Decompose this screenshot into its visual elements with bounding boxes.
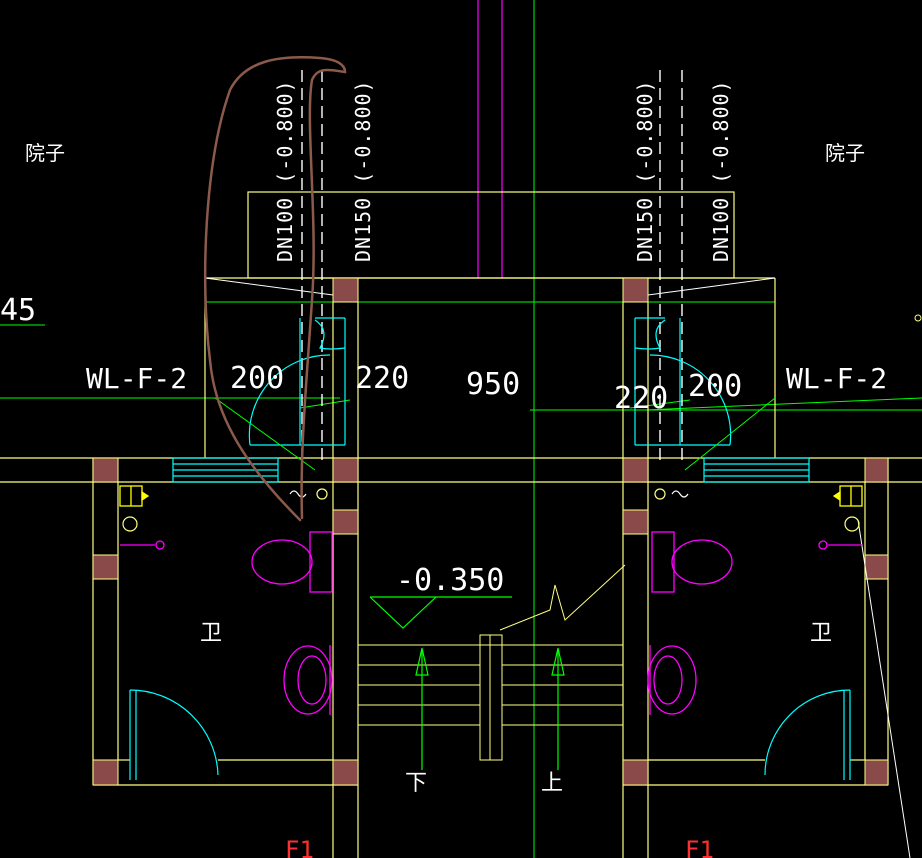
meter-symbols [119, 485, 863, 507]
columns [92, 277, 889, 786]
pipe-label-dn100-left: DN100 (-0.800) [273, 79, 297, 262]
elevation-marker [369, 596, 512, 629]
edge-marker [914, 314, 922, 322]
pipe-label-dn150-right: DN150 (-0.800) [633, 79, 657, 262]
dimension-200-right: 200 [688, 369, 742, 404]
text-layer: 院子 院子 DN100 (-0.800) DN150 (-0.800) DN15… [0, 79, 887, 858]
elevation-label: -0.350 [396, 563, 504, 598]
floor-tag-left: F1 [285, 836, 314, 858]
leader-lines [214, 397, 776, 471]
riser-pipes [477, 0, 503, 278]
bathroom-label-left: 卫 [200, 621, 222, 646]
pipe-label-dn150-left: DN150 (-0.800) [351, 79, 375, 262]
stair-up-label: 上 [541, 771, 563, 796]
yard-label-right: 院子 [825, 141, 865, 165]
drain-pipes [301, 70, 683, 460]
yard-label-left: 院子 [25, 141, 65, 165]
bathroom-label-right: 卫 [810, 621, 832, 646]
dimension-950: 950 [466, 367, 520, 402]
partial-dimension: 45 [0, 293, 36, 328]
dimension-200-left: 200 [230, 361, 284, 396]
wl-label-right: WL-F-2 [786, 362, 887, 395]
stair-down-label: 下 [405, 771, 427, 796]
fixtures [120, 531, 862, 715]
floor-drains [122, 488, 860, 532]
dimension-220-right: 220 [614, 381, 668, 416]
stair-arrows [415, 647, 565, 770]
stairs [358, 564, 626, 761]
wl-label-left: WL-F-2 [86, 362, 187, 395]
pipe-label-dn100-right: DN100 (-0.800) [709, 79, 733, 262]
walls [0, 191, 922, 858]
hand-drawn-annotation [203, 56, 347, 522]
floor-tag-right: F1 [685, 836, 714, 858]
dimension-220-left: 220 [355, 361, 409, 396]
